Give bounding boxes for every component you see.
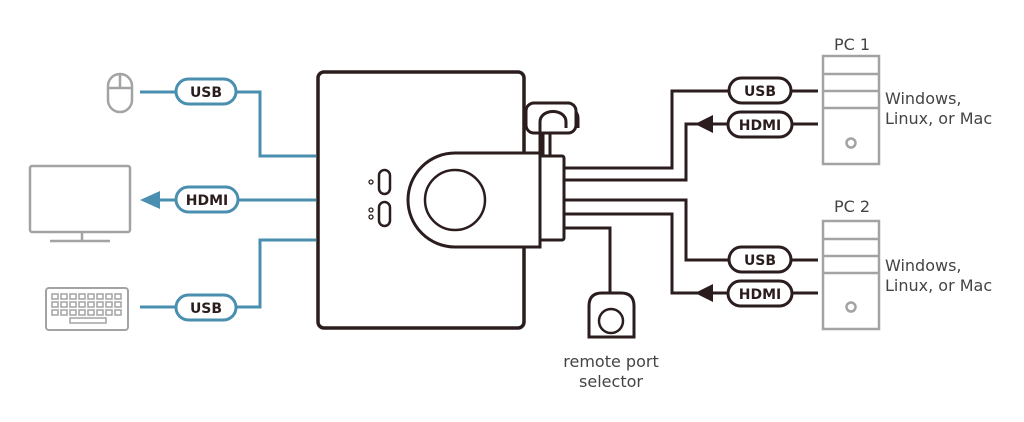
keyboard-key bbox=[105, 301, 113, 308]
pc1-usb-label: USB bbox=[727, 76, 793, 105]
svg-text:USB: USB bbox=[190, 301, 222, 317]
monitor-icon bbox=[28, 164, 132, 243]
keyboard-key bbox=[60, 309, 68, 316]
keyboard-usb-label: USB bbox=[174, 293, 238, 322]
keyboard-key bbox=[60, 301, 68, 308]
keyboard-key bbox=[51, 293, 59, 300]
pc2-os-line2: Linux, or Mac bbox=[885, 276, 992, 295]
pc2-tower-icon bbox=[821, 219, 881, 331]
mouse-icon bbox=[106, 72, 134, 114]
keyboard-key bbox=[105, 293, 113, 300]
pc1-hdmi-label: HDMI bbox=[726, 110, 794, 139]
keyboard-key bbox=[51, 301, 59, 308]
keyboard-key bbox=[78, 293, 86, 300]
monitor-hdmi-arrow bbox=[140, 191, 160, 209]
keyboard-key bbox=[114, 301, 122, 308]
svg-text:USB: USB bbox=[744, 84, 776, 100]
pc1-title: PC 1 bbox=[834, 35, 870, 54]
port-selector-knob bbox=[406, 151, 542, 249]
mouse-usb-label: USB bbox=[174, 77, 238, 106]
keyboard-key bbox=[96, 309, 104, 316]
pc1-os-line1: Windows, bbox=[885, 89, 962, 108]
monitor-hdmi-label: HDMI bbox=[174, 185, 240, 214]
remote-label-line1: remote port bbox=[563, 352, 658, 371]
keyboard-key bbox=[96, 293, 104, 300]
pc2-hdmi-arrow bbox=[695, 284, 713, 302]
keyboard-key bbox=[78, 301, 86, 308]
keyboard-key bbox=[78, 309, 86, 316]
remote-cable bbox=[564, 226, 612, 292]
pc2-title: PC 2 bbox=[834, 197, 870, 216]
pc1-tower-icon bbox=[821, 54, 881, 166]
keyboard-key bbox=[114, 293, 122, 300]
pc2-usb-label: USB bbox=[727, 245, 793, 274]
svg-text:HDMI: HDMI bbox=[739, 118, 781, 134]
keyboard-key bbox=[87, 309, 95, 316]
keyboard-key bbox=[69, 309, 77, 316]
keyboard-icon bbox=[45, 287, 129, 331]
remote-label-line2: selector bbox=[579, 372, 643, 391]
keyboard-key bbox=[87, 293, 95, 300]
port-2-led bbox=[368, 200, 392, 228]
port-1-led bbox=[368, 168, 392, 196]
keyboard-key bbox=[96, 301, 104, 308]
pc1-os-line2: Linux, or Mac bbox=[885, 109, 992, 128]
svg-text:HDMI: HDMI bbox=[186, 193, 228, 209]
remote-port-selector-icon bbox=[587, 291, 636, 339]
svg-text:HDMI: HDMI bbox=[739, 287, 781, 303]
keyboard-key bbox=[69, 293, 77, 300]
keyboard-key bbox=[51, 309, 59, 316]
keyboard-key bbox=[105, 309, 113, 316]
pc1-hdmi-cable bbox=[564, 122, 712, 182]
keyboard-key bbox=[69, 301, 77, 308]
svg-text:USB: USB bbox=[744, 253, 776, 269]
keyboard-key bbox=[87, 301, 95, 308]
keyboard-key bbox=[60, 293, 68, 300]
keyboard-spacebar bbox=[69, 317, 107, 324]
svg-text:USB: USB bbox=[190, 85, 222, 101]
keyboard-key bbox=[114, 309, 122, 316]
pc2-hdmi-cable bbox=[564, 212, 712, 295]
pc2-hdmi-label: HDMI bbox=[726, 279, 794, 308]
pc2-os-line1: Windows, bbox=[885, 256, 962, 275]
selector-plug bbox=[524, 101, 578, 135]
pc1-hdmi-arrow bbox=[695, 115, 713, 133]
